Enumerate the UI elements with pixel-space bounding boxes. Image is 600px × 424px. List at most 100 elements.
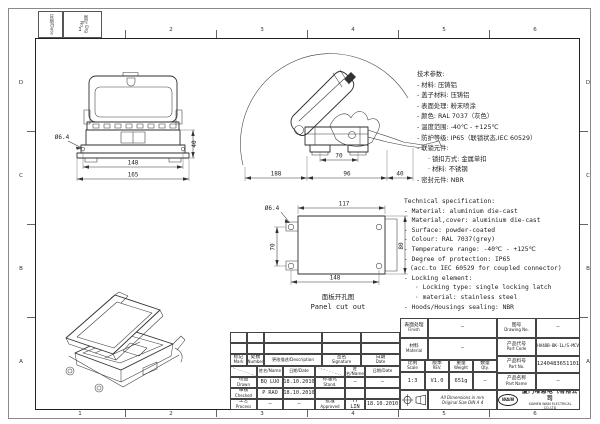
grid-letter: A — [19, 359, 23, 365]
empty-cell — [315, 388, 345, 399]
cutout-caption-zh: 面板开孔图 — [322, 292, 355, 301]
grid-letter: D — [585, 80, 591, 86]
isometric-view — [65, 291, 186, 393]
rev-row-empty-cell — [230, 332, 247, 343]
rev-row-empty-cell — [264, 332, 322, 343]
spec-line: - 温度范围: -40℃ - +125℃ — [417, 123, 499, 131]
tech-spec-zh: 技术参数: - 材料: 压铸铝 - 盖子材料: 压铸铝 - 表面处理: 粉末喷涂… — [417, 70, 569, 187]
dim-cut-top: 117 — [339, 201, 350, 208]
scale-value: 1:3 — [400, 372, 425, 390]
front-view: 148 165 40 Ø6.4 — [55, 72, 198, 181]
grid-number: 4 — [351, 27, 355, 33]
company-name-en: XIAMEN WAIN ELECTRICAL CO.,LTD — [528, 401, 572, 410]
standard-name: — — [345, 377, 365, 388]
company-name-zh: 厦门唯恩电气有限公司 — [522, 390, 578, 403]
rev-row-empty-cell — [230, 343, 247, 354]
tech-spec-en: Technical specification: - Material: alu… — [404, 197, 574, 312]
drawing-canvas: 148 165 40 Ø6.4 — [55, 53, 442, 393]
empty-cell — [365, 388, 400, 399]
grid-number: 1 — [78, 411, 82, 417]
spec-line: - 密封元件: NBR — [417, 176, 464, 184]
material-value: — — [428, 338, 497, 360]
side-view: 70 188 96 40 — [240, 53, 442, 181]
spec-line: - 盖子材料: 压铸铝 — [417, 92, 470, 100]
spec-line: - 颜色: RAL 7037（灰色） — [417, 113, 494, 121]
rev-row-empty-cell — [322, 332, 361, 343]
projection-symbol-cell — [400, 390, 428, 410]
empty-cell — [345, 388, 365, 399]
sig-date-header: 日期/Date — [283, 366, 315, 377]
checked-date: 18.10.2010 — [283, 388, 315, 399]
spec-line: - Material: aluminium die-cast — [404, 207, 518, 215]
cutout-caption-en: Panel cut out — [311, 303, 366, 311]
sig-name-header: 姓名/Name — [345, 366, 365, 377]
standard-date: — — [365, 377, 400, 388]
spec-line: · 锁扣方式: 金属单扣 — [428, 155, 487, 163]
checked-name: P RAO — [257, 388, 283, 399]
rev-row-empty-cell — [264, 343, 322, 354]
grid-letter: B — [19, 266, 23, 272]
grid-letter: C — [19, 173, 23, 179]
grid-number: 2 — [169, 27, 173, 33]
weight-value: 651g — [449, 372, 473, 390]
rev-row-empty-cell — [322, 343, 361, 354]
spec-line: - Material,cover: aluminium die-cast — [404, 217, 541, 225]
grid-number: 3 — [260, 27, 264, 33]
spec-line: · Locking type: single locking latch — [415, 284, 552, 292]
finish-value: — — [428, 318, 497, 338]
grid-letter: A — [586, 359, 590, 365]
grid-number: 2 — [169, 411, 173, 417]
qty-value: — — [473, 372, 497, 390]
grid-letter: B — [586, 266, 590, 272]
spec-line: - 防护等级: IP65（联锁状态,IEC 60529） — [417, 134, 537, 142]
spec-line: - Colour: RAL 7037(grey) — [404, 236, 495, 244]
dim-front-hole: Ø6.4 — [55, 134, 70, 141]
spec-line: - Surface: powder-coated — [404, 226, 495, 234]
corner-box-drg-no: 图号 Drg No. — [63, 11, 102, 38]
spec-zh-title: 技术参数: — [417, 71, 445, 78]
grid-number: 3 — [260, 411, 264, 417]
process-name: — — [257, 399, 283, 410]
grid-number: 6 — [533, 27, 537, 33]
spec-line: - Temperature range: -40℃ - +125℃ — [404, 245, 536, 253]
rev-row-empty-cell — [361, 343, 400, 354]
spec-line: (acc.to IEC 60529 for coupled connector) — [410, 265, 562, 273]
spec-line: - Hoods/Housings sealing: NBR — [404, 303, 514, 311]
part-no-value: 1240483651101 — [536, 356, 580, 373]
sig-date-header: 日期/Date — [365, 366, 400, 377]
drawn-name: BQ LUO — [257, 377, 283, 388]
approved-name: YY LIN — [345, 399, 365, 410]
part-code-value: HV48B-BK-1L/S-MCV — [536, 338, 580, 356]
sig-name-header: 姓名/Name — [257, 366, 283, 377]
dim-front-height: 40 — [191, 140, 198, 148]
rev-value: V1.0 — [425, 372, 449, 390]
drawing-no-value: — — [536, 318, 580, 338]
dim-front-width: 148 — [128, 160, 139, 167]
wain-logo: WAIN — [498, 394, 518, 406]
approved-date: 18.10.2010 — [365, 399, 400, 410]
rev-row-empty-cell — [361, 332, 400, 343]
process-date: — — [283, 399, 315, 410]
spec-line: - Locking element: — [404, 274, 473, 282]
company-cell: WAIN 厦门唯恩电气有限公司 XIAMEN WAIN ELECTRICAL C… — [497, 390, 580, 410]
dim-front-overall: 165 — [128, 172, 139, 179]
